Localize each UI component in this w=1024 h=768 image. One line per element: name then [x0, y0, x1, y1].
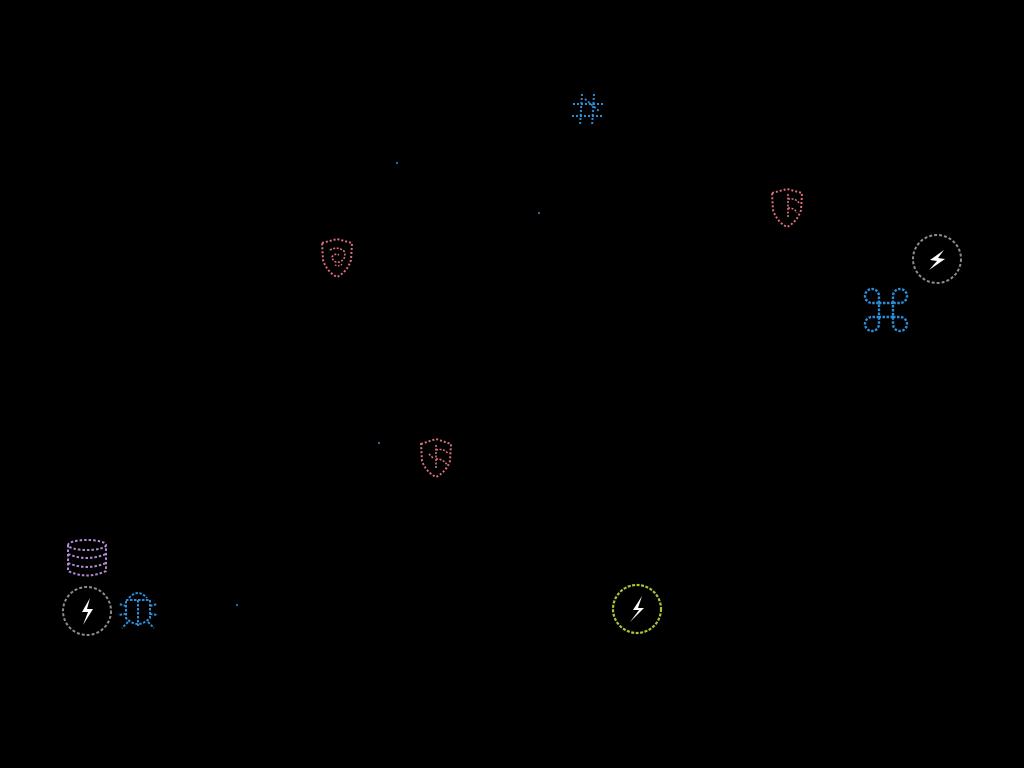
bug-icon[interactable]: [114, 584, 162, 634]
shield-icon[interactable]: [414, 436, 458, 480]
bolt-orb-icon[interactable]: [60, 584, 114, 638]
database-icon[interactable]: [62, 536, 112, 582]
shield-icon[interactable]: [316, 236, 358, 280]
hash-icon[interactable]: [566, 88, 610, 132]
particle: [378, 442, 380, 444]
particle: [538, 212, 540, 214]
bolt-orb-icon[interactable]: [610, 582, 664, 636]
command-icon[interactable]: [862, 286, 910, 334]
particle: [236, 604, 238, 606]
bolt-orb-icon[interactable]: [910, 232, 964, 286]
particle: [396, 162, 398, 164]
shield-icon[interactable]: [766, 186, 808, 230]
